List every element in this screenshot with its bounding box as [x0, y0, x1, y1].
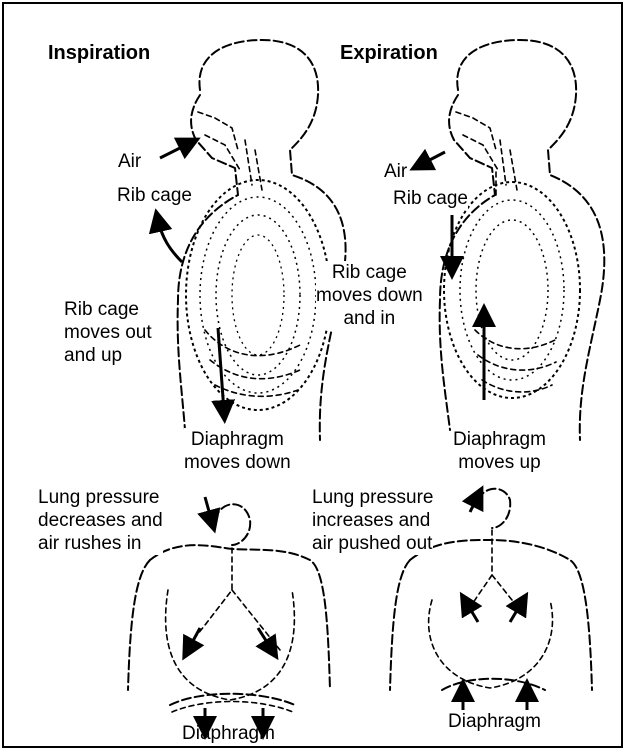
inspiration-rib-cage: [186, 180, 330, 410]
expiration-rib-cage: [444, 182, 580, 398]
expiration-body: [440, 40, 605, 440]
diaphragm-down-arrow: [218, 328, 224, 412]
air-in-arrow: [160, 143, 190, 158]
lower-left-pressure-label: Lung pressure decreases and air rushes i…: [38, 486, 163, 555]
air-rushes-in-arrow: [205, 497, 212, 522]
expiration-air-label: Air: [384, 160, 407, 183]
inspiration-air-label: Air: [118, 150, 141, 173]
inspiration-rib-cage-label: Rib cage: [117, 184, 192, 207]
expiration-rib-cage-moves-label: Rib cage moves down and in: [316, 261, 423, 330]
rib-up-arrow: [158, 220, 182, 262]
lower-right-diaphragm-label: Diaphragm: [448, 710, 541, 733]
lower-right-pressure-label: Lung pressure increases and air pushed o…: [312, 486, 433, 555]
expiration-title: Expiration: [340, 42, 438, 65]
inspiration-title: Inspiration: [48, 42, 150, 65]
inspiration-rib-cage-moves-label: Rib cage moves out and up: [64, 298, 152, 367]
expiration-rib-cage-label: Rib cage: [393, 187, 468, 210]
expiration-diaphragm-moves-label: Diaphragm moves up: [453, 428, 546, 474]
air-pushed-out-arrow: [470, 496, 478, 512]
lower-left-diaphragm-label: Diaphragm: [182, 722, 275, 745]
air-out-arrow: [420, 152, 445, 165]
inspiration-diaphragm-moves-label: Diaphragm moves down: [184, 428, 291, 474]
inspiration-body: [178, 40, 346, 440]
